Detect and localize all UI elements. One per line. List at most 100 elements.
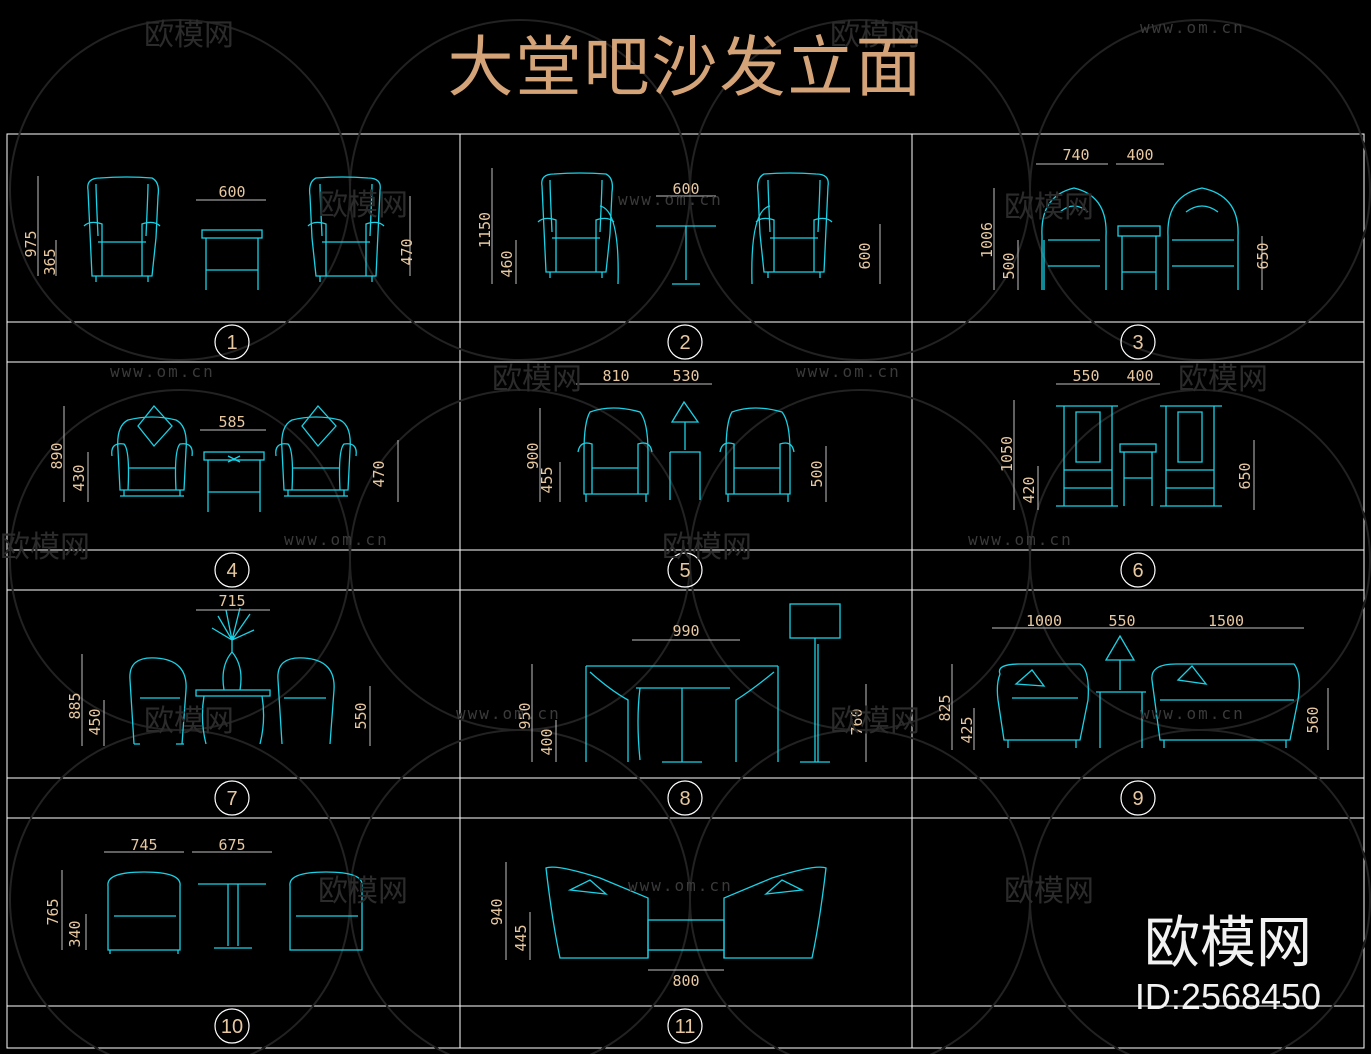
dimension-text: 450 <box>86 708 104 735</box>
dimension-text: 365 <box>41 248 59 275</box>
dimension-text: 550 <box>352 702 370 729</box>
watermark-url: www.om.cn <box>456 704 561 723</box>
watermark-logo: 欧模网 <box>830 18 920 53</box>
watermark-logo: 欧模网 <box>492 362 582 397</box>
watermark-logo: 欧模网 <box>144 18 234 53</box>
dimension-text: 600 <box>672 180 699 198</box>
panel-number: 7 <box>226 788 237 810</box>
panel-11-furniture <box>545 866 827 959</box>
dimension-text: 1150 <box>476 212 494 248</box>
watermark-url: www.om.cn <box>628 876 733 895</box>
panel-2-furniture <box>537 172 833 285</box>
panel-number: 4 <box>226 560 237 582</box>
watermark-logo: 欧模网 <box>1004 874 1094 909</box>
dimension-text: 810 <box>602 367 629 385</box>
frame-grid <box>6 133 1365 1049</box>
dimension-text: 900 <box>524 442 542 469</box>
dimension-text: 650 <box>1236 462 1254 489</box>
dimension-text: 470 <box>398 238 416 265</box>
dimension-text: 890 <box>48 442 66 469</box>
watermark-url: www.om.cn <box>796 362 901 381</box>
dimension-text: 530 <box>672 367 699 385</box>
watermark-logo: 欧模网 <box>1004 190 1094 225</box>
dimension-text: 1500 <box>1208 612 1244 630</box>
watermark-url: www.om.cn <box>1140 704 1245 723</box>
dimension-text: 400 <box>538 728 556 755</box>
dimension-text: 420 <box>1020 476 1038 503</box>
panel-number: 8 <box>679 788 690 810</box>
dimension-text: 1006 <box>978 222 996 258</box>
panel-number: 10 <box>221 1016 243 1038</box>
brand-name: 欧模网 <box>1144 911 1312 976</box>
dimension-text: 765 <box>44 898 62 925</box>
panel-number: 5 <box>679 560 690 582</box>
dimension-text: 500 <box>1000 252 1018 279</box>
dimension-text: 990 <box>672 622 699 640</box>
dimension-text: 550 <box>1072 367 1099 385</box>
dimension-text: 500 <box>808 460 826 487</box>
page-title: 大堂吧沙发立面 <box>447 29 924 106</box>
dimension-text: 715 <box>218 592 245 610</box>
dimension-text: 825 <box>936 694 954 721</box>
dimension-text: 1000 <box>1026 612 1062 630</box>
dimension-texts: 9 7 5 365 600 470 1150 460 600 600 740 400… <box>22 146 1322 990</box>
dimension-text: 470 <box>370 460 388 487</box>
dimension-text: 585 <box>218 413 245 431</box>
dimension-lines <box>37 163 1329 971</box>
dimension-text: 600 <box>218 183 245 201</box>
panel-6-furniture <box>1056 405 1222 507</box>
panel-number: 2 <box>679 332 690 354</box>
dimension-text: 425 <box>958 716 976 743</box>
dimension-text: 400 <box>1126 367 1153 385</box>
watermark-logo: 欧模网 <box>830 704 920 739</box>
dimension-text: 940 <box>488 898 506 925</box>
panel-3-furniture <box>1041 187 1239 290</box>
dimension-text: 675 <box>218 836 245 854</box>
dimension-text: 560 <box>1304 706 1322 733</box>
dimension-text: 455 <box>538 466 556 493</box>
brand-id: ID:2568450 <box>1134 976 1322 1017</box>
watermark-logo: 欧模网 <box>144 704 234 739</box>
panel-number: 9 <box>1132 788 1143 810</box>
dimension-text: 340 <box>66 920 84 947</box>
watermark-url: www.om.cn <box>618 190 723 209</box>
dimension-text: 800 <box>672 972 699 990</box>
watermark-logo: 欧模网 <box>1178 362 1268 397</box>
brand-block: 欧模网 ID:2568450 <box>1133 912 1323 1018</box>
watermark-url: www.om.cn <box>284 530 389 549</box>
number-circles <box>214 324 1156 1044</box>
panel-10-furniture <box>107 871 363 954</box>
panel-number: 6 <box>1132 560 1143 582</box>
watermark-arcs <box>9 19 1371 1054</box>
panel-numbers: 1 2 3 4 5 6 7 8 9 10 11 <box>221 332 1144 1038</box>
watermark-logo: 欧模网 <box>0 530 90 565</box>
watermark-logo: 欧模网 <box>318 874 408 909</box>
dimension-text: 1050 <box>998 436 1016 472</box>
panel-4-furniture <box>111 404 357 513</box>
watermark-url: www.om.cn <box>968 530 1073 549</box>
panel-8-furniture <box>585 603 841 763</box>
dimension-text: 950 <box>516 702 534 729</box>
panel-5-furniture <box>577 400 795 503</box>
dimension-text: 430 <box>70 464 88 491</box>
panel-number: 11 <box>675 1016 696 1038</box>
dimension-text: 650 <box>1254 242 1272 269</box>
watermark-url: www.om.cn <box>1140 18 1245 37</box>
dimension-text: 760 <box>848 708 866 735</box>
dimension-text: 740 <box>1062 146 1089 164</box>
watermark-url: www.om.cn <box>110 362 215 381</box>
dimension-text: 550 <box>1108 612 1135 630</box>
dimension-text: 885 <box>66 692 84 719</box>
panel-number: 1 <box>226 332 237 354</box>
panel-7-furniture <box>129 607 335 745</box>
dimension-text: 600 <box>856 242 874 269</box>
dimension-text: 445 <box>512 924 530 951</box>
watermark-logo: 欧模网 <box>318 188 408 223</box>
dimension-text: 460 <box>498 250 516 277</box>
dimension-text: 400 <box>1126 146 1153 164</box>
dimension-text: 745 <box>130 836 157 854</box>
furniture-linework <box>83 172 1300 959</box>
watermark-logo: 欧模网 <box>662 530 752 565</box>
panel-9-furniture <box>996 634 1300 748</box>
